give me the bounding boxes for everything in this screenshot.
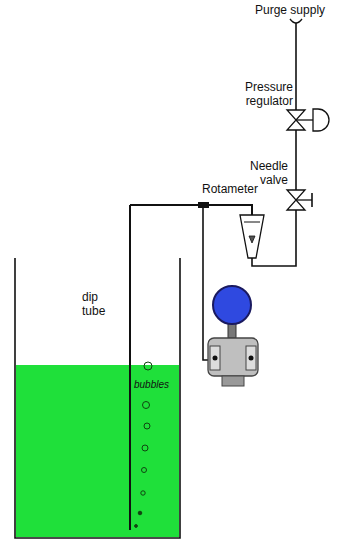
bubble bbox=[141, 491, 145, 495]
bubble bbox=[144, 362, 152, 370]
tee-fitting bbox=[198, 202, 209, 208]
transmitter-flange bbox=[246, 346, 256, 370]
tube-label: dip tube bbox=[82, 290, 112, 318]
bubble bbox=[135, 525, 138, 528]
rotameter-tube bbox=[240, 215, 264, 258]
regulator-stem bbox=[296, 119, 313, 120]
bubble bbox=[144, 423, 150, 429]
low-port bbox=[249, 356, 254, 361]
purge-pipe bbox=[295, 130, 297, 190]
transmitter-flange bbox=[210, 346, 220, 370]
rotameter-label: Rotameter bbox=[202, 182, 258, 196]
valve-stem bbox=[296, 199, 312, 200]
purge-pipe bbox=[130, 205, 252, 215]
transmitter-base bbox=[222, 376, 244, 386]
regulator-diaphragm bbox=[313, 109, 329, 131]
transmitter-head bbox=[213, 286, 251, 324]
purge-pipe bbox=[295, 23, 297, 110]
sense-line bbox=[203, 208, 210, 360]
bubble bbox=[138, 511, 142, 515]
supply-label: Purge supply bbox=[255, 3, 325, 17]
regulator-label: Pressure regulator bbox=[236, 80, 293, 108]
dip-tube bbox=[129, 205, 131, 530]
transmitter-body bbox=[208, 338, 258, 376]
bubble bbox=[142, 445, 148, 451]
high-port bbox=[213, 356, 218, 361]
rotameter-scale bbox=[244, 222, 260, 223]
bubbles-label: bubbles bbox=[134, 378, 169, 392]
tank-liquid bbox=[16, 365, 179, 537]
tank-wall bbox=[15, 258, 180, 538]
bubble bbox=[142, 468, 147, 473]
supply-end bbox=[290, 19, 302, 23]
valve-handle bbox=[311, 193, 313, 207]
rotameter-float bbox=[249, 236, 255, 243]
bubble bbox=[143, 402, 150, 409]
